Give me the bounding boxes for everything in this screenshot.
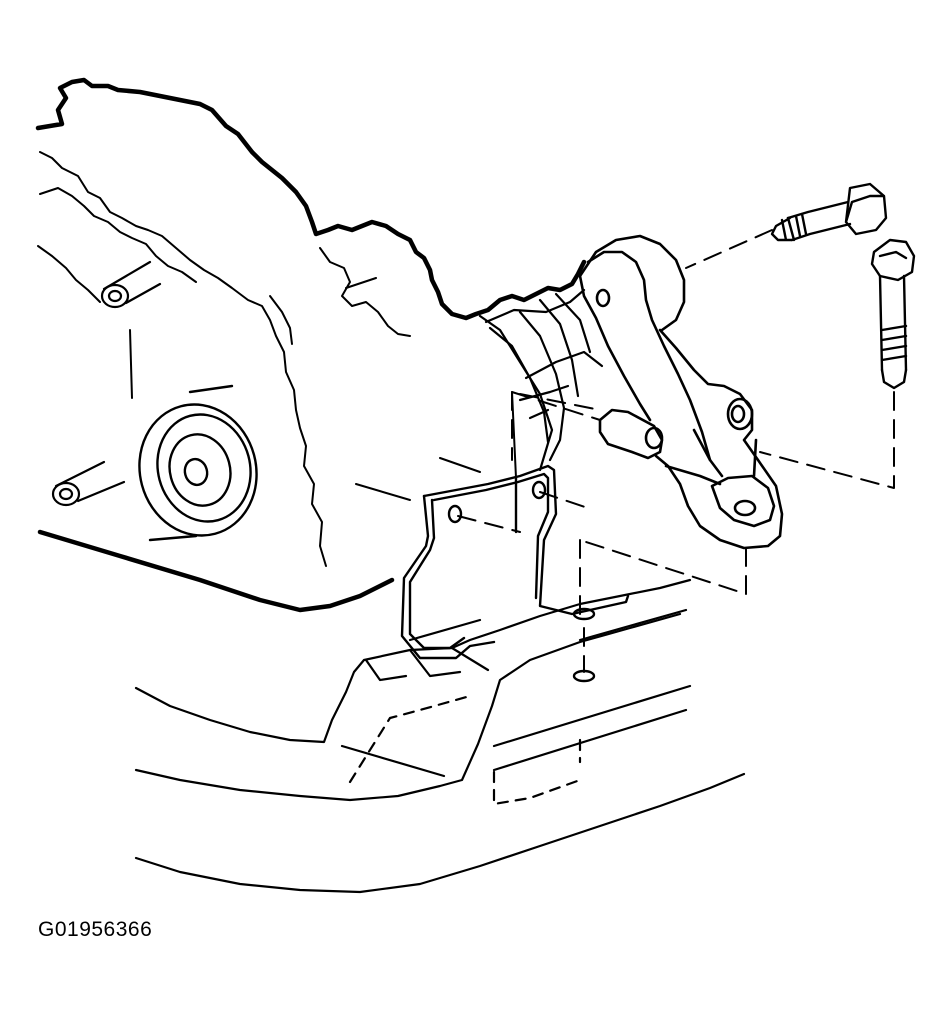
bolt-v-shank [878, 274, 908, 372]
frame-crossmember [134, 578, 746, 894]
bolt-h-shank [786, 200, 852, 242]
frame-inner-edge [364, 646, 490, 682]
crankshaft-seal [138, 384, 258, 542]
bracket-hole-right [531, 480, 547, 500]
cover-center-line [129, 329, 133, 399]
bracket-top-leader [511, 391, 517, 479]
mount-arm-inner [586, 250, 724, 478]
mount-lower-body [654, 328, 784, 550]
engine-mount-bracket [400, 464, 630, 683]
torque-strut-mount [578, 234, 784, 550]
horizontal-mount-bolt [770, 182, 888, 242]
mount-right-boss [726, 397, 754, 431]
frame-lower-curve [134, 772, 746, 894]
mount-right-boss-hole [730, 404, 746, 424]
engine-bottom-edge [37, 529, 395, 613]
vertical-mount-bolt [870, 238, 916, 390]
cover-inner-outline-2 [39, 187, 197, 283]
bolt-h-head [844, 182, 888, 236]
mount-top-hole [595, 288, 611, 308]
cover-inner-outline [39, 151, 327, 567]
frame-hole-upper [572, 607, 596, 621]
frame-rail-lines [408, 608, 692, 772]
cover-dowel-upper [100, 260, 162, 309]
cover-dowel-lower [51, 460, 126, 507]
assembly-leader-lines [457, 229, 895, 673]
mount-side-bushing-hole [644, 426, 664, 450]
cover-detail-strokes [345, 277, 481, 501]
cover-ridge-right-2 [269, 295, 293, 345]
bracket-outer-outline [422, 464, 630, 616]
bracket-left-leg [400, 494, 496, 660]
mount-top-face [578, 274, 652, 422]
engine-front-cover [35, 77, 587, 613]
engine-side-mount-ribs [478, 288, 604, 472]
engine-break-line [35, 77, 587, 321]
frame-middle-curve [134, 612, 682, 802]
figure-id-label: G01956366 [38, 918, 153, 941]
cover-ridge-right [319, 247, 411, 337]
bolt-v-head [870, 238, 916, 282]
frame-short-line [340, 744, 446, 778]
bolt-h-thread [770, 212, 808, 242]
mount-foot-hole [733, 499, 757, 517]
bracket-inner-leg [408, 498, 466, 650]
bolt-v-thread [880, 324, 908, 390]
mount-rib [664, 428, 758, 486]
mount-top-bushing [578, 234, 686, 332]
cover-inner-outline-3 [37, 245, 101, 303]
mount-side-bushing [598, 408, 664, 460]
mount-foot [710, 474, 776, 528]
bracket-face-top [432, 472, 550, 600]
bracket-hole-left [447, 504, 463, 524]
frame-upper-curve [134, 578, 692, 744]
frame-hidden-lines [348, 694, 582, 806]
